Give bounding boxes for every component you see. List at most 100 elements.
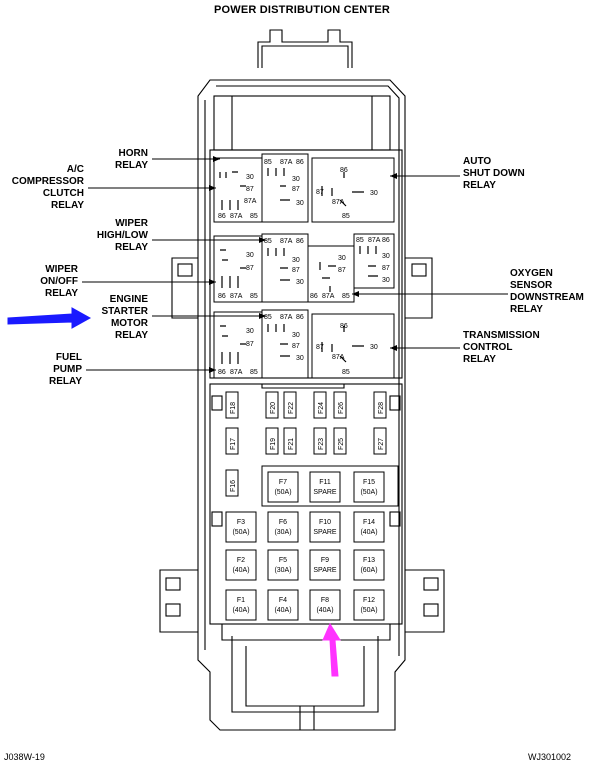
- maxi-fuse: F12(50A): [353, 589, 385, 621]
- label-wiper-high-low-relay: WIPER HIGH/LOW RELAY: [96, 218, 148, 253]
- pin-label: 87: [246, 341, 254, 348]
- pin-label: 85: [264, 314, 272, 321]
- svg-text:F13: F13: [363, 557, 375, 564]
- pin-label: 85: [356, 237, 364, 244]
- label-ac-compressor-relay: A/C COMPRESSOR CLUTCH RELAY: [11, 164, 84, 211]
- pin-label: 87A: [230, 293, 243, 300]
- pin-label: 87A: [332, 354, 345, 361]
- relay-pin-labels: 85 87A 86 30 87 30 30 87 87A 86 87A 85 8…: [218, 159, 390, 376]
- svg-text:(40A): (40A): [232, 607, 249, 614]
- pin-label: 87A: [230, 369, 243, 376]
- pin-label: 86: [218, 293, 226, 300]
- label-horn-relay: HORN RELAY: [115, 148, 148, 171]
- mini-fuse: F26: [333, 391, 347, 419]
- relay-modules: [213, 153, 395, 379]
- svg-text:(40A): (40A): [274, 607, 291, 614]
- pin-label: 30: [296, 279, 304, 286]
- diagram-title: POWER DISTRIBUTION CENTER: [213, 4, 391, 16]
- pin-label: 85: [250, 293, 258, 300]
- pin-label: 87A: [322, 293, 335, 300]
- pin-label: 86: [382, 237, 390, 244]
- svg-text:(50A): (50A): [274, 489, 291, 496]
- pin-label: 87A: [280, 238, 293, 245]
- pin-label: 30: [382, 277, 390, 284]
- svg-text:SPARE: SPARE: [313, 489, 337, 496]
- pin-label: 87: [382, 265, 390, 272]
- pin-label: 30: [296, 355, 304, 362]
- pin-label: 86: [296, 314, 304, 321]
- svg-text:F16: F16: [230, 480, 237, 492]
- pin-label: 87A: [332, 199, 345, 206]
- pin-label: 30: [296, 200, 304, 207]
- maxi-fuse: F13(60A): [353, 549, 385, 581]
- leader-lines: [82, 156, 508, 373]
- maxi-fuse: F7 (50A): [267, 471, 299, 503]
- svg-text:F7: F7: [279, 479, 287, 486]
- pin-label: 30: [338, 255, 346, 262]
- pin-label: 86: [340, 323, 348, 330]
- svg-text:F6: F6: [279, 519, 287, 526]
- maxi-fuse: F15 (50A): [353, 471, 385, 503]
- svg-text:F15: F15: [363, 479, 375, 486]
- svg-text:F18: F18: [230, 402, 237, 414]
- pin-label: 87: [338, 267, 346, 274]
- svg-text:F25: F25: [338, 438, 345, 450]
- magenta-pointer-arrow: [322, 622, 341, 677]
- label-fuel-pump-relay: FUEL PUMP RELAY: [49, 352, 82, 387]
- maxi-fuse-top-frame: [261, 465, 399, 507]
- pin-label: 86: [218, 369, 226, 376]
- svg-text:F11: F11: [319, 479, 331, 486]
- svg-text:F26: F26: [338, 402, 345, 414]
- pin-label: 87A: [230, 213, 243, 220]
- svg-text:F9: F9: [321, 557, 329, 564]
- label-wiper-on-off-relay: WIPER ON/OFF RELAY: [40, 264, 78, 299]
- pin-label: 87: [292, 267, 300, 274]
- pin-label: 86: [340, 167, 348, 174]
- label-oxygen-sensor-relay: OXYGEN SENSOR DOWNSTREAM RELAY: [510, 268, 584, 315]
- svg-text:F8: F8: [321, 597, 329, 604]
- pin-label: 30: [246, 174, 254, 181]
- maxi-fuse: F4(40A): [267, 589, 299, 621]
- pin-label: 30: [370, 190, 378, 197]
- pin-label: 87: [246, 265, 254, 272]
- pin-label: 86: [296, 238, 304, 245]
- mini-fuse: F22: [283, 391, 297, 419]
- mini-fuse: F18: [225, 391, 239, 419]
- svg-text:F12: F12: [363, 597, 375, 604]
- pin-label: 85: [250, 213, 258, 220]
- mini-fuses: F18 F20 F22 F24 F26 F28 F17 F19 F21 F23 …: [225, 391, 387, 497]
- pin-label: 87: [292, 186, 300, 193]
- mini-fuse: F21: [283, 427, 297, 455]
- svg-text:(40A): (40A): [232, 567, 249, 574]
- svg-text:F20: F20: [270, 402, 277, 414]
- pin-label: 86: [218, 213, 226, 220]
- pin-label: 85: [264, 238, 272, 245]
- pin-label: 30: [382, 253, 390, 260]
- blue-pointer-arrow: [7, 307, 92, 329]
- svg-text:F21: F21: [288, 438, 295, 450]
- pin-label: 86: [310, 293, 318, 300]
- mini-fuse: F27: [373, 427, 387, 455]
- svg-text:(50A): (50A): [360, 489, 377, 496]
- mini-fuse: F19: [265, 427, 279, 455]
- maxi-fuse: F1(40A): [225, 589, 257, 621]
- svg-text:F2: F2: [237, 557, 245, 564]
- pin-label: 87: [292, 343, 300, 350]
- mini-fuse: F24: [313, 391, 327, 419]
- pin-label: 30: [292, 332, 300, 339]
- pin-label: 85: [342, 293, 350, 300]
- label-transmission-relay: TRANSMISSION CONTROL RELAY: [463, 330, 540, 365]
- maxi-fuse: F3(50A): [225, 511, 257, 543]
- maxi-fuse: F14(40A): [353, 511, 385, 543]
- mini-fuse: F28: [373, 391, 387, 419]
- svg-text:SPARE: SPARE: [313, 567, 337, 574]
- maxi-fuse: F2 (40A): [225, 549, 257, 581]
- pin-label: 85: [250, 369, 258, 376]
- mini-fuse: F25: [333, 427, 347, 455]
- svg-text:(40A): (40A): [316, 607, 333, 614]
- svg-text:(40A): (40A): [360, 529, 377, 536]
